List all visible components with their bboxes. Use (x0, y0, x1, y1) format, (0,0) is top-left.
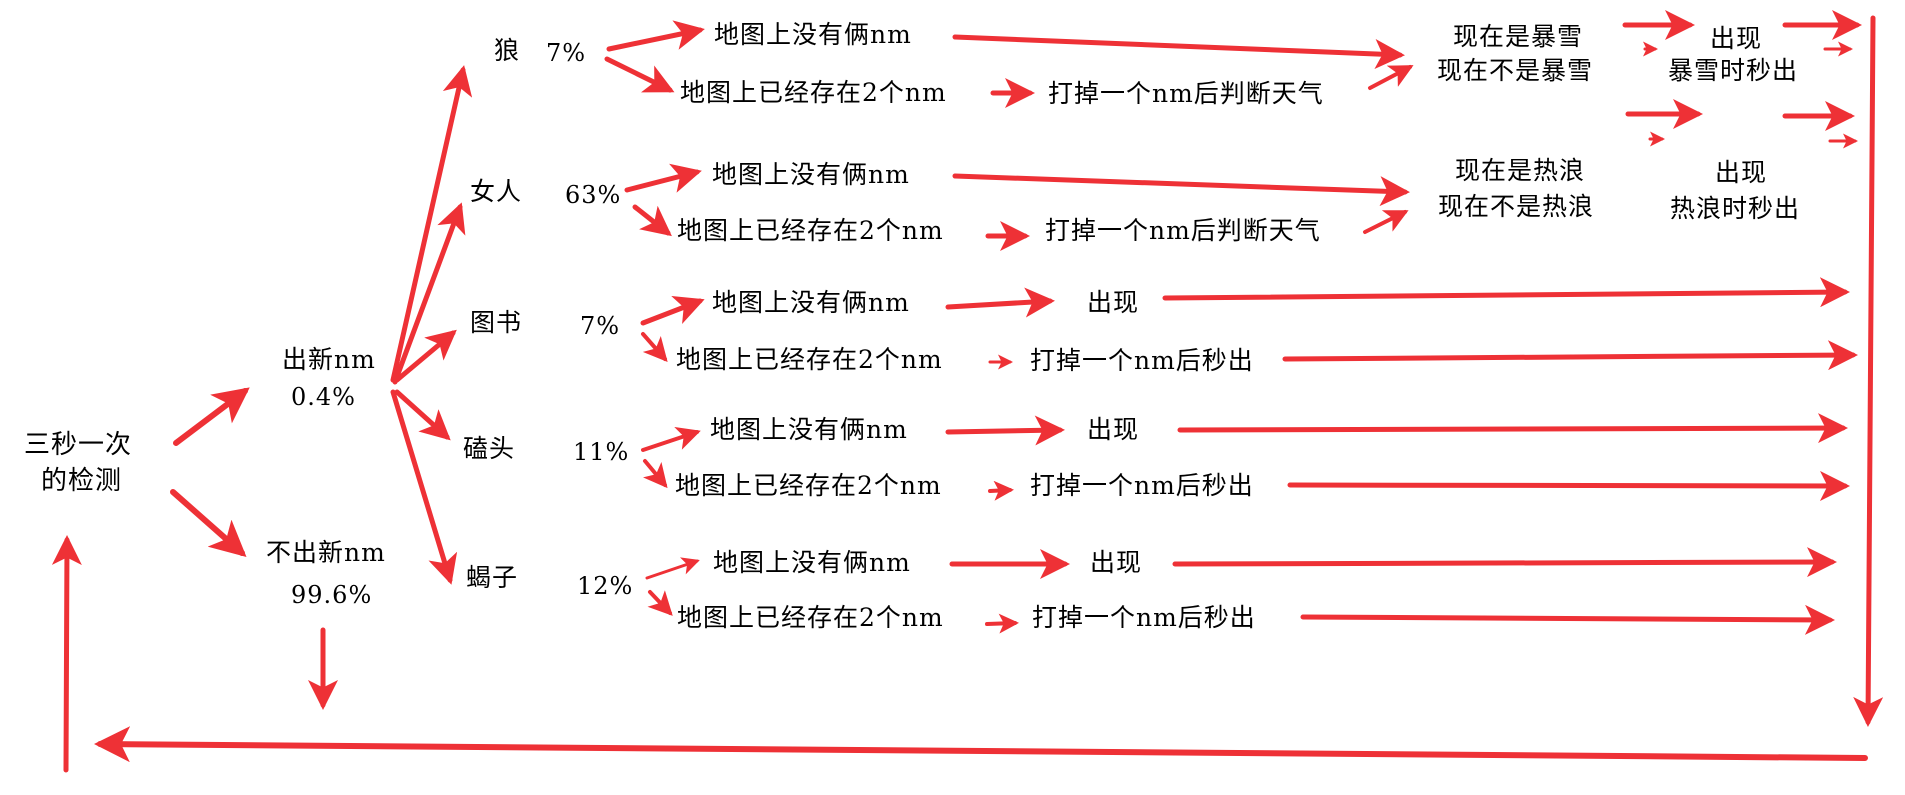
scorpion-result-yes: 出现 (1090, 548, 1143, 577)
arrow-left-up (51, 535, 82, 773)
book-result-yes: 出现 (1087, 288, 1140, 317)
category-name-wolf: 狼 (494, 36, 521, 65)
wolf-weather-yes: 现在是暴雪 (1453, 22, 1584, 51)
arrow-root-to-new (173, 387, 250, 446)
root-label-line1: 三秒一次 (24, 430, 133, 460)
arrow-to-ketou (394, 389, 451, 441)
book-no-two: 地图上没有俩nm (712, 288, 910, 317)
book-has-two: 地图上已经存在2个nm (676, 345, 943, 374)
ketou-no-two: 地图上没有俩nm (710, 415, 908, 444)
woman-result-yes: 出现 (1715, 158, 1768, 187)
branch-new-pct: 0.4% (291, 383, 356, 411)
scorpion-has-two: 地图上已经存在2个nm (677, 603, 944, 632)
woman-result-no: 热浪时秒出 (1670, 194, 1801, 223)
arrow-to-book (394, 329, 457, 383)
wolf-result-no: 暴雪时秒出 (1668, 56, 1799, 85)
ketou-action: 打掉一个nm后秒出 (1030, 471, 1254, 500)
branch-none-pct: 99.6% (291, 581, 373, 609)
category-name-scorpion: 蝎子 (466, 563, 519, 592)
wolf-weather-no: 现在不是暴雪 (1437, 56, 1594, 85)
category-pct-book: 7% (580, 312, 621, 340)
wolf-has-two: 地图上已经存在2个nm (680, 78, 947, 107)
book-action: 打掉一个nm后秒出 (1030, 346, 1254, 375)
wolf-result-yes: 出现 (1710, 24, 1763, 53)
arrow-to-woman (392, 202, 466, 385)
woman-weather-no: 现在不是热浪 (1438, 192, 1595, 221)
category-name-woman: 女人 (470, 177, 523, 206)
category-name-book: 图书 (470, 308, 523, 337)
scorpion-action: 打掉一个nm后秒出 (1032, 603, 1256, 632)
category-pct-wolf: 7% (546, 39, 587, 67)
branch-new-label: 出新nm (282, 345, 376, 374)
category-pct-woman: 63% (565, 181, 622, 209)
scorpion-no-two: 地图上没有俩nm (713, 548, 911, 577)
root-label-line2: 的检测 (41, 466, 123, 496)
ketou-result-yes: 出现 (1087, 415, 1140, 444)
woman-action: 打掉一个nm后判断天气 (1045, 216, 1321, 245)
woman-no-two: 地图上没有俩nm (712, 160, 910, 189)
category-pct-scorpion: 12% (577, 572, 634, 600)
arrow-to-wolf (390, 65, 473, 383)
ketou-has-two: 地图上已经存在2个nm (675, 471, 942, 500)
arrow-right-down (1853, 15, 1884, 727)
wolf-no-two: 地图上没有俩nm (714, 20, 912, 49)
arrow-root-to-none (170, 489, 247, 557)
wolf-action: 打掉一个nm后判断天气 (1048, 79, 1324, 108)
arrow-bottom-left (94, 726, 1868, 763)
category-pct-ketou: 11% (573, 438, 630, 466)
branch-none-label: 不出新nm (266, 538, 386, 567)
woman-weather-yes: 现在是热浪 (1455, 156, 1586, 185)
woman-has-two: 地图上已经存在2个nm (677, 216, 944, 245)
arrow-to-scorpion (390, 389, 458, 585)
category-name-ketou: 磕头 (463, 434, 516, 463)
